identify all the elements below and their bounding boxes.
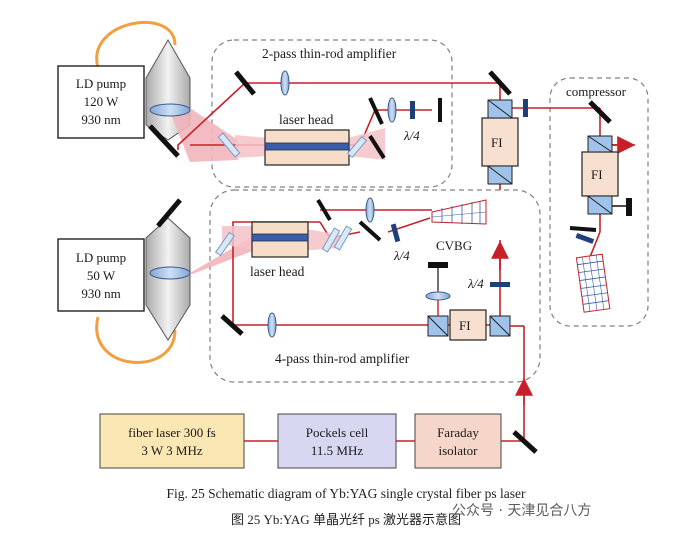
fi-bottom-pbs-right-diag	[489, 315, 511, 337]
ld-pump-bottom-line3: 930 nm	[81, 286, 120, 301]
lens-pump-bottom	[149, 266, 191, 280]
amp-bottom-title: 4-pass thin-rod amplifier	[275, 351, 410, 366]
ld-pump-bottom-box	[57, 238, 145, 312]
watermark: 公众号 · 天津见合八方	[452, 503, 592, 519]
pump-light-top	[150, 108, 238, 162]
caption-english: Fig. 25 Schematic diagram of Yb:YAG sing…	[166, 486, 526, 501]
ld-pump-top-line2: 120 W	[84, 94, 120, 109]
fi-bottom-box	[449, 309, 487, 341]
lens-fi-bottom	[425, 291, 451, 301]
waveplate-fi-bottom	[490, 282, 510, 287]
label-qwp-fi-bottom: λ/4	[467, 276, 484, 291]
cvbg-bottom	[431, 199, 487, 225]
laser-rod-top	[264, 142, 350, 151]
label-qwp-top: λ/4	[403, 128, 420, 143]
pockels-line2: 11.5 MHz	[311, 443, 363, 458]
waveplate-compressor	[575, 233, 595, 244]
laser-rod-bottom	[251, 233, 309, 242]
caption-chinese: 图 25 Yb:YAG 单晶光纤 ps 激光器示意图	[230, 512, 462, 527]
window-bottom-right-2	[333, 225, 353, 251]
fi-top-pbs-bottom-diag	[487, 165, 513, 185]
fi-top-label: FI	[491, 135, 503, 150]
lens-top-amp-1	[280, 70, 290, 96]
pump-light-bottom	[150, 235, 255, 275]
label-qwp-bottom-amp: λ/4	[393, 248, 410, 263]
fiber-laser-box	[99, 413, 245, 469]
pump-loop-bottom	[95, 316, 177, 364]
window-bottom-left	[214, 231, 236, 257]
beam-dump-fi-bottom	[428, 262, 448, 268]
dichroic-mirror-top	[148, 124, 180, 158]
amp-bottom-enclosure	[209, 189, 541, 383]
window-top-right	[346, 135, 368, 159]
mirror-compressor-top	[588, 100, 612, 124]
mirror-top-mid	[368, 97, 384, 125]
fi-bottom-label: FI	[459, 318, 471, 333]
lens-top-amp-2	[387, 97, 397, 123]
lens-pump-top	[149, 103, 191, 117]
faraday-line1: Faraday	[437, 425, 479, 440]
waveplate-fi-top	[523, 99, 528, 117]
mirror-bottom-mid	[358, 220, 382, 242]
laser-head-top-label: laser head	[279, 112, 334, 127]
dichroic-mirror-bottom	[156, 198, 182, 228]
pockels-cell-box	[277, 413, 397, 469]
waveplate-bottom-amp	[390, 223, 401, 243]
pockels-line1: Pockels cell	[306, 425, 369, 440]
compressor-enclosure	[549, 77, 649, 327]
cvbg-label: CVBG	[436, 238, 472, 253]
mirror-top-left	[234, 70, 256, 96]
fi-compressor-pbs-bottom-diag	[587, 195, 613, 215]
mirror-bottom-topleft	[316, 198, 332, 222]
pump-loop-top	[95, 21, 177, 69]
lens-bottom-amp-1	[267, 312, 277, 338]
waveplate-top-amp	[410, 101, 415, 119]
ld-pump-top-box	[57, 65, 145, 139]
mirror-compressor-low	[569, 226, 597, 232]
ld-pump-bottom-line1: LD pump	[76, 250, 126, 265]
fiber-laser-line2: 3 W 3 MHz	[141, 443, 202, 458]
fi-compressor-pbs-top-diag	[587, 135, 613, 153]
faraday-line2: isolator	[439, 443, 479, 458]
mirror-bottom-left	[220, 314, 244, 336]
faraday-isolator-box	[414, 413, 502, 469]
fiber-laser-line1: fiber laser 300 fs	[128, 425, 216, 440]
window-bottom-right	[321, 227, 341, 253]
mirror-top-corner	[488, 70, 512, 96]
beam-dump-compressor-block	[626, 198, 632, 216]
ld-pump-top-line1: LD pump	[76, 76, 126, 91]
amp-top-title: 2-pass thin-rod amplifier	[262, 46, 397, 61]
mirror-seed	[512, 430, 538, 454]
ld-pump-bottom-line2: 50 W	[87, 268, 116, 283]
ld-pump-top-line3: 930 nm	[81, 112, 120, 127]
fi-bottom-pbs-left-diag	[427, 315, 449, 337]
laser-head-bottom-label: laser head	[250, 264, 305, 279]
lens-bottom-amp-2	[365, 197, 375, 223]
window-top-left	[217, 132, 241, 158]
mirror-top-low	[368, 134, 386, 160]
cvbg-compressor	[575, 253, 611, 313]
compressor-title: compressor	[566, 84, 627, 99]
fi-compressor-label: FI	[591, 167, 603, 182]
fi-top-pbs-top-diag	[487, 99, 513, 119]
